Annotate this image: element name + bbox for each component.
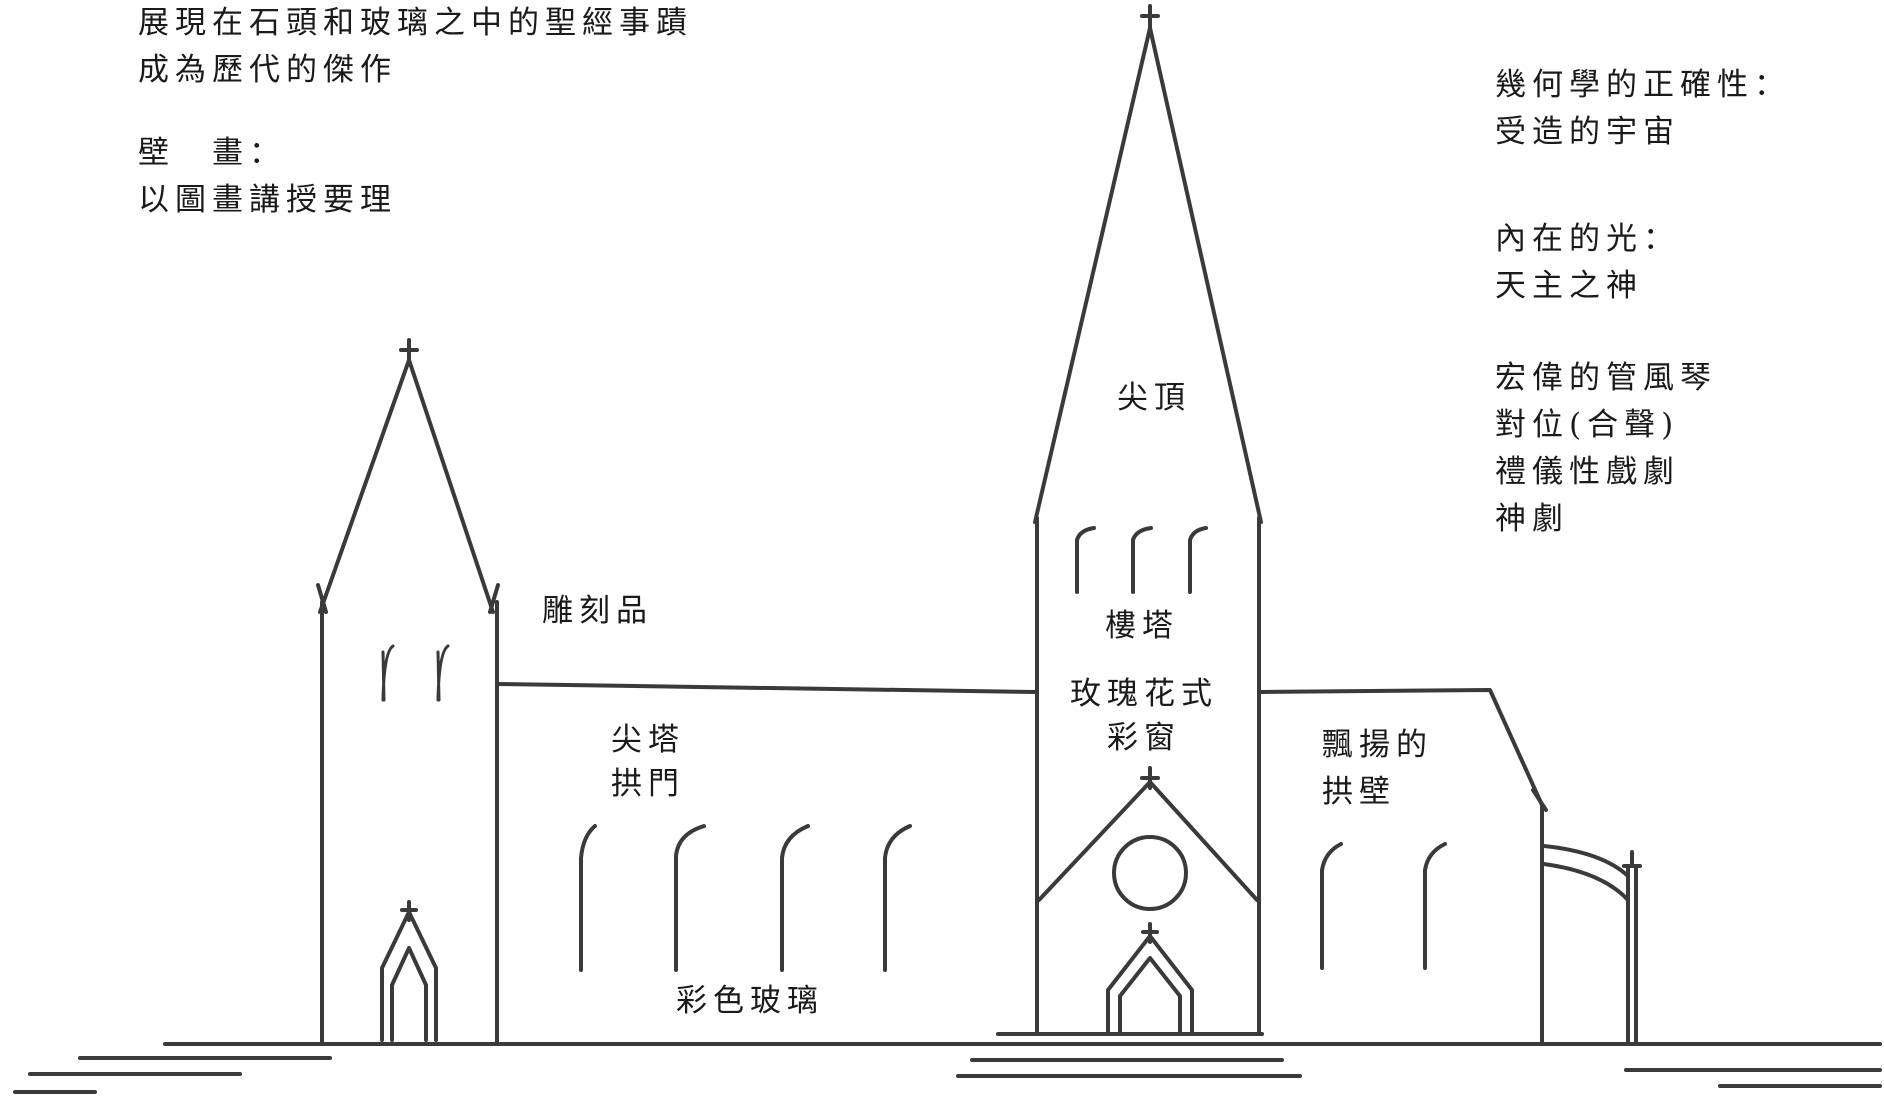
notes-light: 內在的光： 天主之神 (1495, 216, 1680, 310)
left-tower (316, 338, 500, 1044)
nave (495, 682, 1039, 972)
note-mural-title: 壁 畫： (138, 135, 286, 171)
note-organ: 宏偉的管風琴 (1495, 360, 1717, 396)
notes-geometry: 幾何學的正確性： 受造的宇宙 (1495, 62, 1791, 156)
label-rose-window-line1: 玫瑰花式 (1070, 676, 1218, 712)
label-rose-window-line2: 彩窗 (1107, 720, 1181, 756)
label-pointed-arch-line1: 尖塔 (611, 722, 685, 758)
label-tower: 樓塔 (1105, 608, 1179, 644)
notes-left: 展現在石頭和玻璃之中的聖經事蹟 成為歷代的傑作 (138, 0, 693, 94)
label-spire: 尖頂 (1117, 380, 1191, 416)
label-flying-buttress-line2: 拱壁 (1322, 774, 1396, 810)
label-pointed-arch-line2: 拱門 (611, 766, 685, 802)
label-rose-window: 玫瑰花式 彩窗 (1070, 672, 1218, 760)
notes-music: 宏偉的管風琴 對位(合聲) 禮儀性戲劇 神劇 (1495, 355, 1717, 543)
note-liturgical-drama: 禮儀性戲劇 (1495, 454, 1680, 490)
label-stained-glass: 彩色玻璃 (676, 983, 824, 1019)
note-bible-stories: 展現在石頭和玻璃之中的聖經事蹟 (138, 5, 693, 41)
note-oratorio: 神劇 (1495, 501, 1569, 537)
flying-buttress (1542, 844, 1642, 1046)
note-light-desc: 天主之神 (1495, 268, 1643, 304)
label-pointed-arch: 尖塔 拱門 (611, 718, 685, 806)
central-tower (1033, 4, 1263, 1036)
label-sculpture: 雕刻品 (542, 593, 653, 629)
note-masterpieces: 成為歷代的傑作 (138, 52, 397, 88)
ground-lines (13, 1032, 1882, 1094)
note-counterpoint: 對位(合聲) (1495, 407, 1680, 443)
note-geometry-title: 幾何學的正確性： (1495, 67, 1791, 103)
notes-mural: 壁 畫： 以圖畫講授要理 (138, 130, 397, 224)
note-light-title: 內在的光： (1495, 221, 1680, 257)
note-mural-desc: 以圖畫講授要理 (138, 182, 397, 218)
label-flying-buttress-line1: 飄揚的 (1322, 727, 1433, 763)
choir (1257, 688, 1548, 1046)
note-geometry-desc: 受造的宇宙 (1495, 114, 1680, 150)
label-flying-buttress: 飄揚的 拱壁 (1322, 722, 1433, 816)
